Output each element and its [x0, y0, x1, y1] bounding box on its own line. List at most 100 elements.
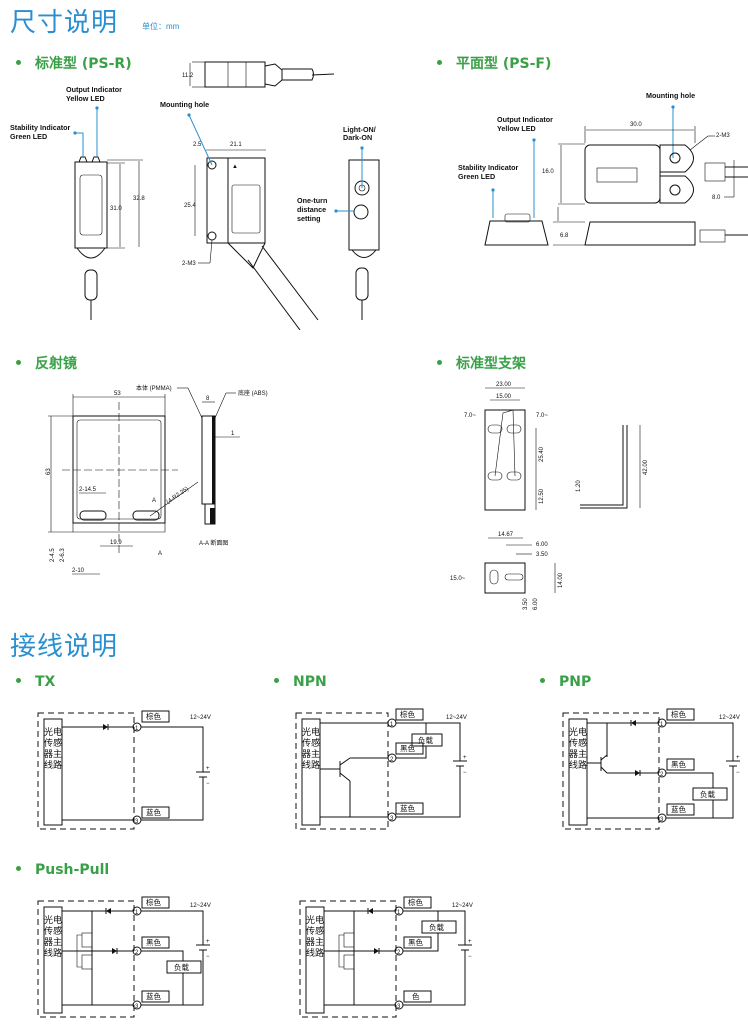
reflector-dim-63: 63 [46, 468, 52, 475]
pin-2: 2 [660, 772, 664, 778]
bracket-dim-3-50: 3.50 [536, 552, 548, 558]
ps-r-side-view: ▲ 2.5 21.1 25.4 2-M3 Mounting hole [160, 100, 319, 330]
blue-wire-label: 蓝色 [671, 804, 686, 814]
plus-sign: + [463, 755, 467, 761]
push-pull-wiring-diagram-alt: 1 2 3 棕色 黑色 色 12~24V 负载 + − [299, 896, 473, 1018]
push-pull-heading-text: Push-Pull [35, 862, 110, 878]
voltage-label: 12~24V [452, 903, 473, 909]
brown-wire-label: 棕色 [400, 709, 415, 719]
bracket-dim-6-00-b: 6.00 [533, 598, 539, 610]
reflector-dim-2-6-3: 2-6.3 [60, 548, 66, 562]
bracket-dim-25-40: 25.40 [539, 446, 545, 462]
reflector-dim-1: 1 [231, 431, 235, 437]
npn-wiring-diagram: 1 2 3 棕色 黑色 蓝色 12~24V 负载 + − [295, 708, 467, 830]
ps-f-mounting-label: Mounting hole [646, 91, 695, 100]
black-wire-label: 黑色 [408, 937, 423, 947]
bracket-dim-15: 15.00 [496, 394, 512, 400]
load-label: 负载 [700, 789, 715, 799]
ps-r-one-turn-label-2: distance [297, 205, 326, 214]
push-pull-wiring-diagram: 1 2 3 棕色 黑色 蓝色 12~24V 负载 + − [37, 896, 211, 1018]
pin-1: 1 [660, 722, 664, 728]
pin-2: 2 [390, 757, 394, 763]
blue-wire-label-partial: 色 [412, 991, 420, 1001]
pin-3: 3 [135, 819, 139, 825]
voltage-label: 12~24V [190, 715, 211, 721]
load-label: 负载 [174, 962, 189, 972]
reflector-dim-53: 53 [114, 391, 121, 397]
voltage-label: 12~24V [446, 715, 467, 721]
bracket-dim-14-00: 14.00 [558, 572, 564, 588]
black-wire-label: 黑色 [671, 759, 686, 769]
ps-f-drawing: Mounting hole Output Indicator Yellow LE… [458, 91, 748, 246]
minus-sign: − [206, 781, 210, 787]
pnp-heading: PNP [540, 674, 591, 690]
brown-wire-label: 棕色 [146, 711, 161, 721]
pnp-heading-text: PNP [559, 674, 592, 690]
bracket-dim-7-right: 7.0~ [536, 413, 548, 419]
minus-sign: − [736, 770, 740, 776]
ps-r-dim-2m3: 2-M3 [182, 261, 196, 267]
bracket-dim-42: 42.00 [643, 459, 649, 475]
tx-circuit-label: 光电传感器主线路 [44, 728, 63, 771]
brown-wire-label: 棕色 [408, 897, 423, 907]
ps-f-stability-label-1: Stability Indicator [458, 163, 519, 172]
reflector-section-a-top: A [152, 498, 156, 504]
pin-3: 3 [390, 816, 394, 822]
tx-wiring-diagram: 1 3 棕色 蓝色 12~24V + − [37, 710, 211, 830]
load-label: 负载 [418, 735, 433, 745]
ps-r-light-on-label-1: Light-ON/ [343, 125, 376, 134]
ps-r-output-label-1: Output Indicator [66, 85, 122, 94]
black-wire-label: 黑色 [400, 743, 415, 753]
npn-circuit-label: 光电传感器主线路 [302, 728, 321, 771]
bracket-heading-text: 标准型支架 [456, 356, 526, 372]
bracket-dim-3-50-b: 3.50 [523, 598, 529, 610]
ps-r-front-view: 31.0 32.8 Output Indicator Yellow LED St… [10, 85, 145, 320]
push-pull-alt-circuit-label: 光电传感器主线路 [306, 916, 325, 959]
ps-r-output-label-2: Yellow LED [66, 94, 105, 103]
ps-r-light-on-label-2: Dark-ON [343, 133, 372, 142]
reflector-base-label: 底座 (ABS) [238, 389, 268, 397]
reflector-heading-text: 反射镜 [35, 356, 77, 372]
pin-2: 2 [397, 950, 401, 956]
pnp-circuit-label: 光电传感器主线路 [569, 728, 588, 771]
bracket-heading: 标准型支架 [437, 353, 526, 373]
pin-1: 1 [135, 726, 139, 732]
plus-sign: + [736, 755, 740, 761]
reflector-section-a-bottom: A [158, 551, 162, 557]
ps-f-output-label-1: Output Indicator [497, 115, 553, 124]
blue-wire-label: 蓝色 [146, 991, 161, 1001]
minus-sign: − [463, 770, 467, 776]
ps-r-stability-label-1: Stability Indicator [10, 123, 71, 132]
wiring-section-title: 接线说明 [10, 632, 119, 662]
ps-r-dim-2-5: 2.5 [193, 142, 202, 148]
ps-r-dim-32-8: 32.8 [133, 196, 145, 202]
reflector-heading: 反射镜 [16, 353, 77, 373]
ps-r-heading: 标准型 (PS-R) [16, 53, 132, 73]
ps-f-dim-2m3: 2-M3 [716, 133, 730, 139]
dimensions-section-title: 尺寸说明 [10, 8, 119, 38]
bracket-dim-7-left: 7.0~ [464, 413, 476, 419]
ps-f-dim-16: 16.0 [542, 169, 554, 175]
pin-1: 1 [390, 722, 394, 728]
unit-label: 单位：mm [142, 22, 180, 31]
push-pull-circuit-label: 光电传感器主线路 [44, 916, 63, 959]
ps-r-dim-21-1: 21.1 [230, 142, 242, 148]
bracket-dim-15-deg: 15.0~ [450, 576, 466, 582]
npn-heading-text: NPN [293, 674, 327, 690]
ps-r-stability-label-2: Green LED [10, 132, 47, 141]
voltage-label: 12~24V [719, 715, 740, 721]
ps-f-dim-8: 8.0 [712, 195, 721, 201]
bullet-icon [16, 677, 21, 683]
ps-f-stability-label-2: Green LED [458, 172, 495, 181]
pnp-wiring-diagram: 1 2 3 棕色 黑色 蓝色 12~24V 负载 + − [562, 708, 740, 830]
black-wire-label: 黑色 [146, 937, 161, 947]
bullet-icon [274, 677, 279, 683]
ps-f-output-label-2: Yellow LED [497, 124, 536, 133]
minus-sign: − [206, 954, 210, 960]
reflector-dim-2-14-5: 2-14.5 [79, 487, 97, 493]
ps-r-mounting-label: Mounting hole [160, 100, 209, 109]
ps-r-one-turn-label-1: One-turn [297, 196, 327, 205]
bullet-icon [16, 59, 21, 65]
ps-r-top-view: 11.2 [182, 61, 335, 88]
ps-f-heading-text: 平面型 (PS-F) [456, 56, 552, 72]
